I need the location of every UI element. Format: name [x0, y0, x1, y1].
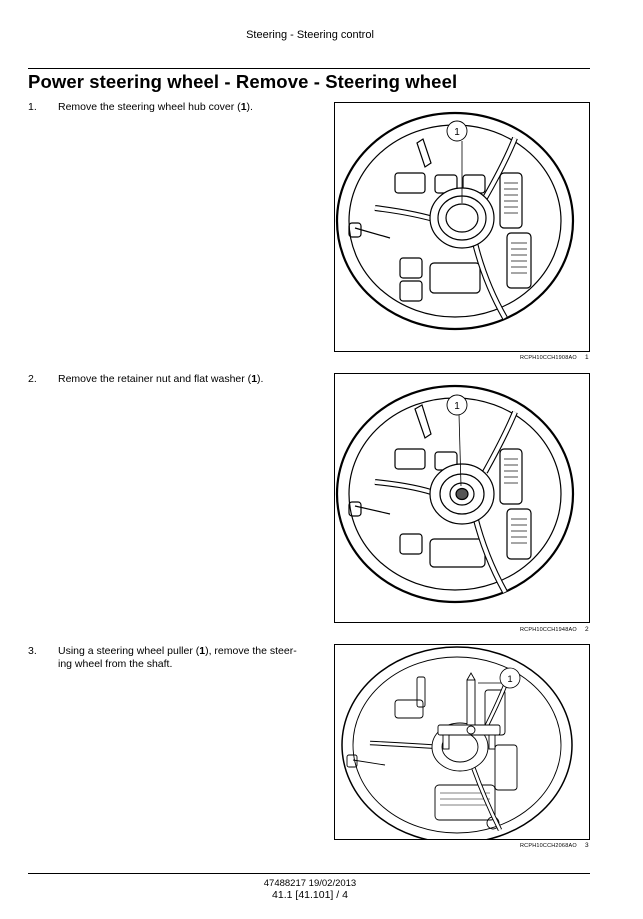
callout-ref: 1	[240, 101, 247, 113]
header-rule	[28, 68, 590, 69]
figure-callout: 1	[507, 674, 512, 685]
figure-code: RCPH10CCH2068AO	[520, 843, 577, 849]
step-number: 3.	[28, 645, 37, 657]
figure-3-steering-wheel-puller: 1	[334, 644, 590, 840]
figure-2-retainer-nut: 1	[334, 373, 590, 623]
figure-callout: 1	[454, 401, 460, 412]
figure-callout: 1	[454, 127, 460, 138]
callout-ref: 1	[199, 645, 206, 657]
figure-1-steering-wheel-hub-cover: 1	[334, 102, 590, 352]
figure-number: 2	[585, 626, 589, 633]
callout-ref: 1	[251, 373, 258, 385]
steering-wheel-nut-illustration: 1	[335, 384, 575, 604]
figure-number: 3	[585, 842, 589, 849]
footer-page-ref: 41.1 [41.101] / 4	[272, 889, 348, 901]
step-number: 2.	[28, 373, 37, 385]
page-title: Power steering wheel - Remove - Steering…	[28, 71, 458, 92]
steering-wheel-puller-illustration: 1	[341, 646, 573, 839]
footer-rule	[28, 873, 590, 874]
step-number: 1.	[28, 101, 37, 113]
step-text: Remove the steering wheel hub cover (1).	[58, 101, 253, 113]
figure-code: RCPH10CCH1908AO	[520, 355, 577, 361]
running-header: Steering - Steering control	[246, 29, 374, 41]
footer-doc-ref: 47488217 19/02/2013	[263, 878, 357, 889]
step-text: Remove the retainer nut and flat washer …	[58, 373, 264, 385]
steering-wheel-illustration: 1	[335, 111, 575, 331]
step-text: Using a steering wheel puller (1), remov…	[58, 645, 297, 670]
figure-number: 1	[585, 354, 589, 361]
figure-code: RCPH10CCH1948AO	[520, 627, 577, 633]
